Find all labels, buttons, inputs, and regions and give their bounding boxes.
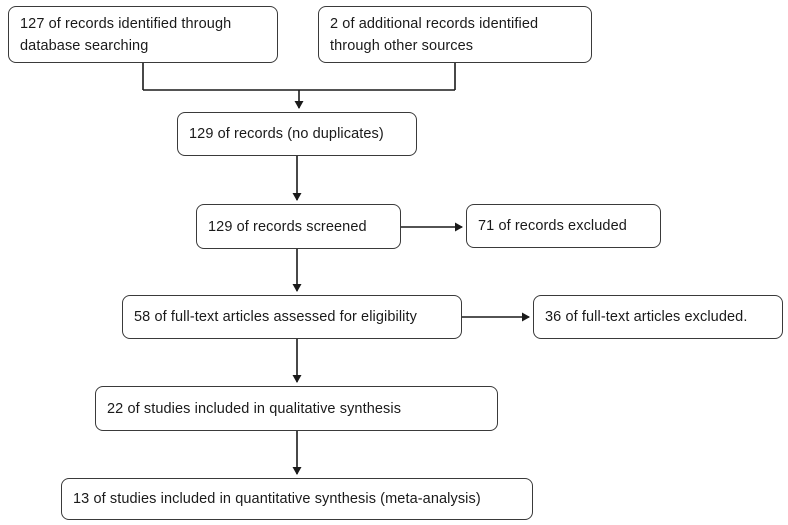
flow-box-label: 129 of records screened — [208, 218, 367, 235]
flow-box-label: 71 of records excluded — [478, 218, 627, 234]
flow-box-label: 22 of studies included in qualitative sy… — [107, 400, 402, 417]
flow-box-label: 13 of studies included in quantitative s… — [73, 491, 481, 507]
flow-box-label: 36 of full-text articles excluded. — [545, 309, 748, 325]
flow-box-records-screened: 129 of records screened — [196, 204, 401, 249]
flow-box-records-excluded: 71 of records excluded — [466, 204, 661, 248]
flow-box-qualitative-synthesis: 22 of studies included in qualitative sy… — [95, 386, 498, 431]
flow-box-label: 58 of full-text articles assessed for el… — [134, 309, 417, 325]
flow-box-fulltext-assessed: 58 of full-text articles assessed for el… — [122, 295, 462, 339]
flow-box-label: 127 of records identified through databa… — [20, 15, 232, 54]
flow-box-fulltext-excluded: 36 of full-text articles excluded. — [533, 295, 783, 339]
flow-box-label: 129 of records (no duplicates) — [189, 126, 384, 142]
flow-box-records-identified-database: 127 of records identified through databa… — [8, 6, 278, 63]
flow-box-records-no-duplicates: 129 of records (no duplicates) — [177, 112, 417, 156]
flow-box-label: 2 of additional records identified throu… — [330, 15, 539, 54]
flow-box-quantitative-synthesis: 13 of studies included in quantitative s… — [61, 478, 533, 520]
flow-box-records-identified-other: 2 of additional records identified throu… — [318, 6, 592, 63]
